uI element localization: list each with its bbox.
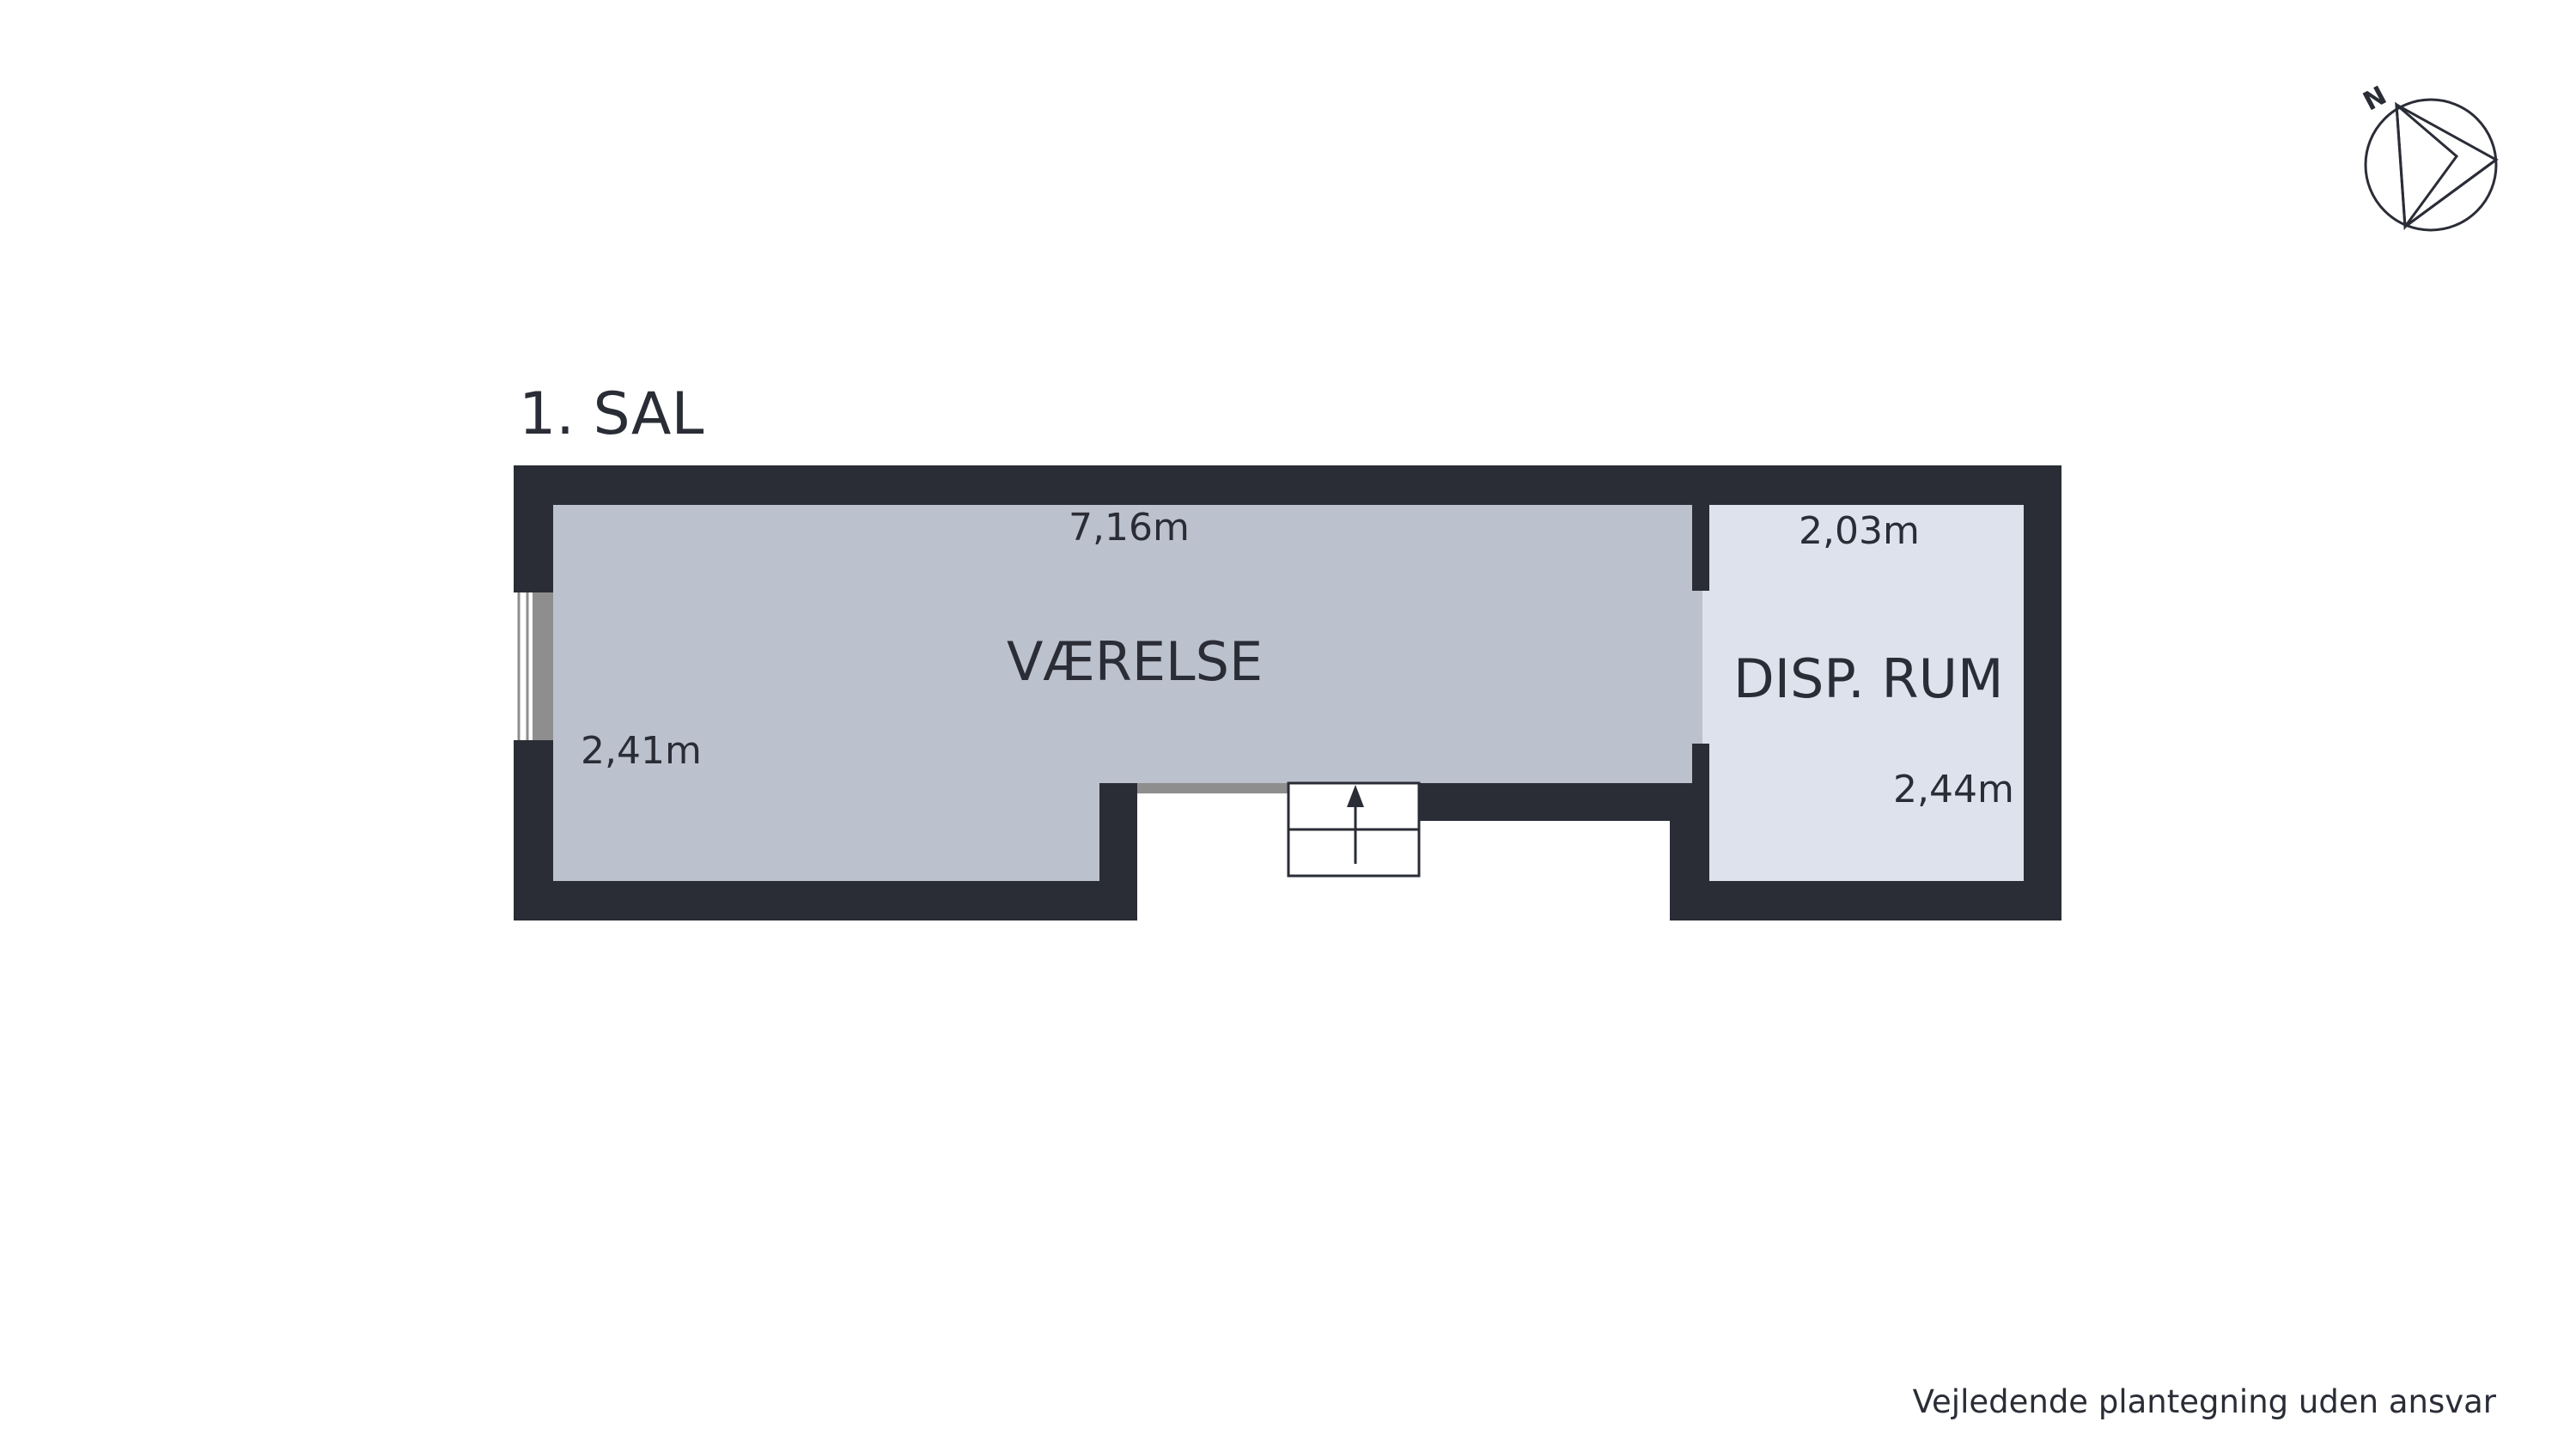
window — [514, 592, 553, 740]
room-disp-rum-area — [1702, 503, 2024, 883]
room-name-disp-rum: DISP. RUM — [1733, 647, 2003, 710]
staircase-icon — [1287, 781, 1421, 878]
disclaimer-text: Vejledende plantegning uden ansvar — [1913, 1383, 2497, 1420]
room-width-disp-rum: 2,03m — [1799, 509, 1920, 553]
room-depth-vaerelse: 2,41m — [581, 729, 702, 773]
room-width-vaerelse: 7,16m — [1069, 506, 1190, 550]
room-name-vaerelse: VÆRELSE — [1007, 630, 1263, 693]
walls — [514, 465, 2061, 920]
floor-title: 1. SAL — [519, 380, 703, 448]
room-vaerelse-area — [553, 503, 1702, 787]
compass-north-label: N — [2359, 81, 2392, 118]
opening-line — [1137, 783, 1288, 793]
room-depth-disp-rum: 2,44m — [1893, 768, 2014, 811]
compass-icon — [2364, 98, 2499, 232]
room-vaerelse-alcove — [553, 773, 1099, 883]
